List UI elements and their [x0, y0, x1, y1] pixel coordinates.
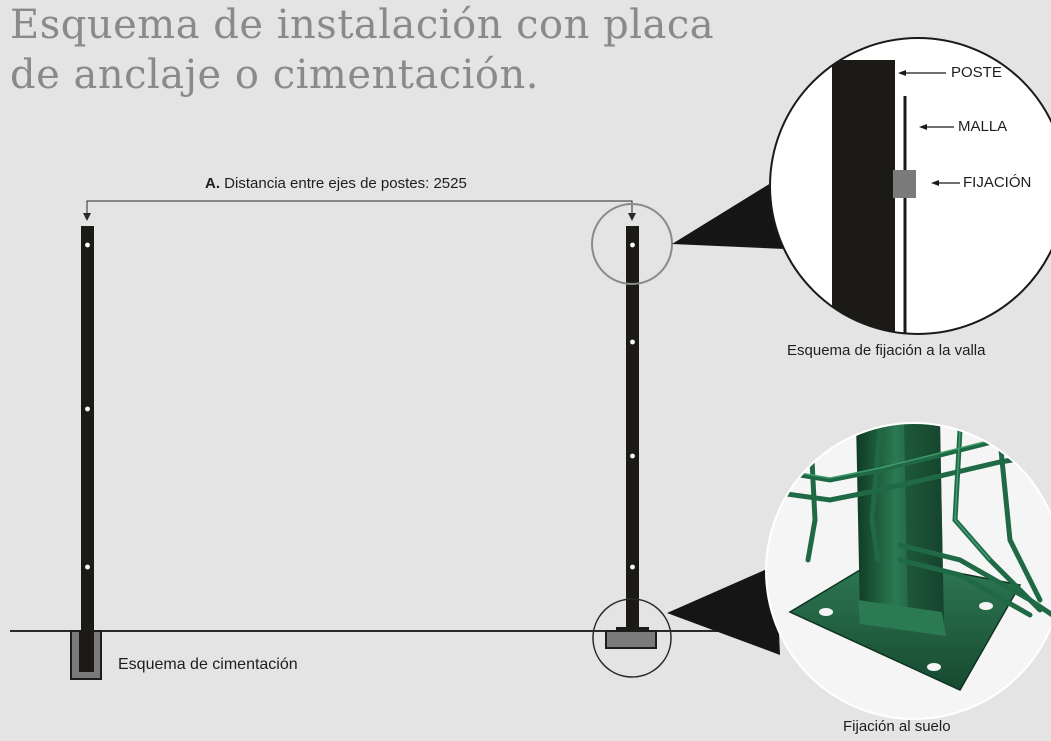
label-fijacion: FIJACIÓN — [963, 174, 1032, 191]
detail-clip — [893, 170, 916, 198]
ground-fixing-photo — [765, 422, 1051, 720]
right-foundation — [605, 630, 657, 649]
bottom-magnifier-ring — [592, 598, 672, 678]
caption-fixing-detail: Esquema de fijación a la valla — [787, 342, 986, 359]
label-malla: MALLA — [958, 118, 1008, 135]
base-plate — [616, 627, 649, 632]
bottom-connector-wedge — [667, 565, 780, 655]
post-hole — [630, 242, 635, 248]
page-title: Esquema de instalación con placa de ancl… — [10, 0, 714, 100]
left-post — [81, 226, 94, 672]
post-hole — [630, 564, 635, 570]
fixing-detail-circle — [769, 37, 1051, 335]
caption-ground-fixing: Fijación al suelo — [843, 718, 951, 735]
distance-text: Distancia entre ejes de postes: 2525 — [224, 175, 467, 192]
distance-label: A. Distancia entre ejes de postes: 2525 — [205, 175, 467, 192]
detail-post — [832, 60, 895, 334]
post-hole — [85, 242, 90, 248]
title-line-2: de anclaje o cimentación. — [10, 52, 539, 98]
title-line-1: Esquema de instalación con placa — [10, 2, 715, 48]
distance-dimension — [83, 200, 636, 221]
post-hole — [630, 339, 635, 345]
post-hole — [630, 453, 635, 459]
post-hole — [85, 406, 90, 412]
post-hole — [85, 564, 90, 570]
caption-foundation: Esquema de cimentación — [118, 656, 298, 673]
right-post — [626, 226, 639, 631]
label-poste: POSTE — [951, 64, 1002, 81]
distance-prefix: A. — [205, 175, 220, 192]
